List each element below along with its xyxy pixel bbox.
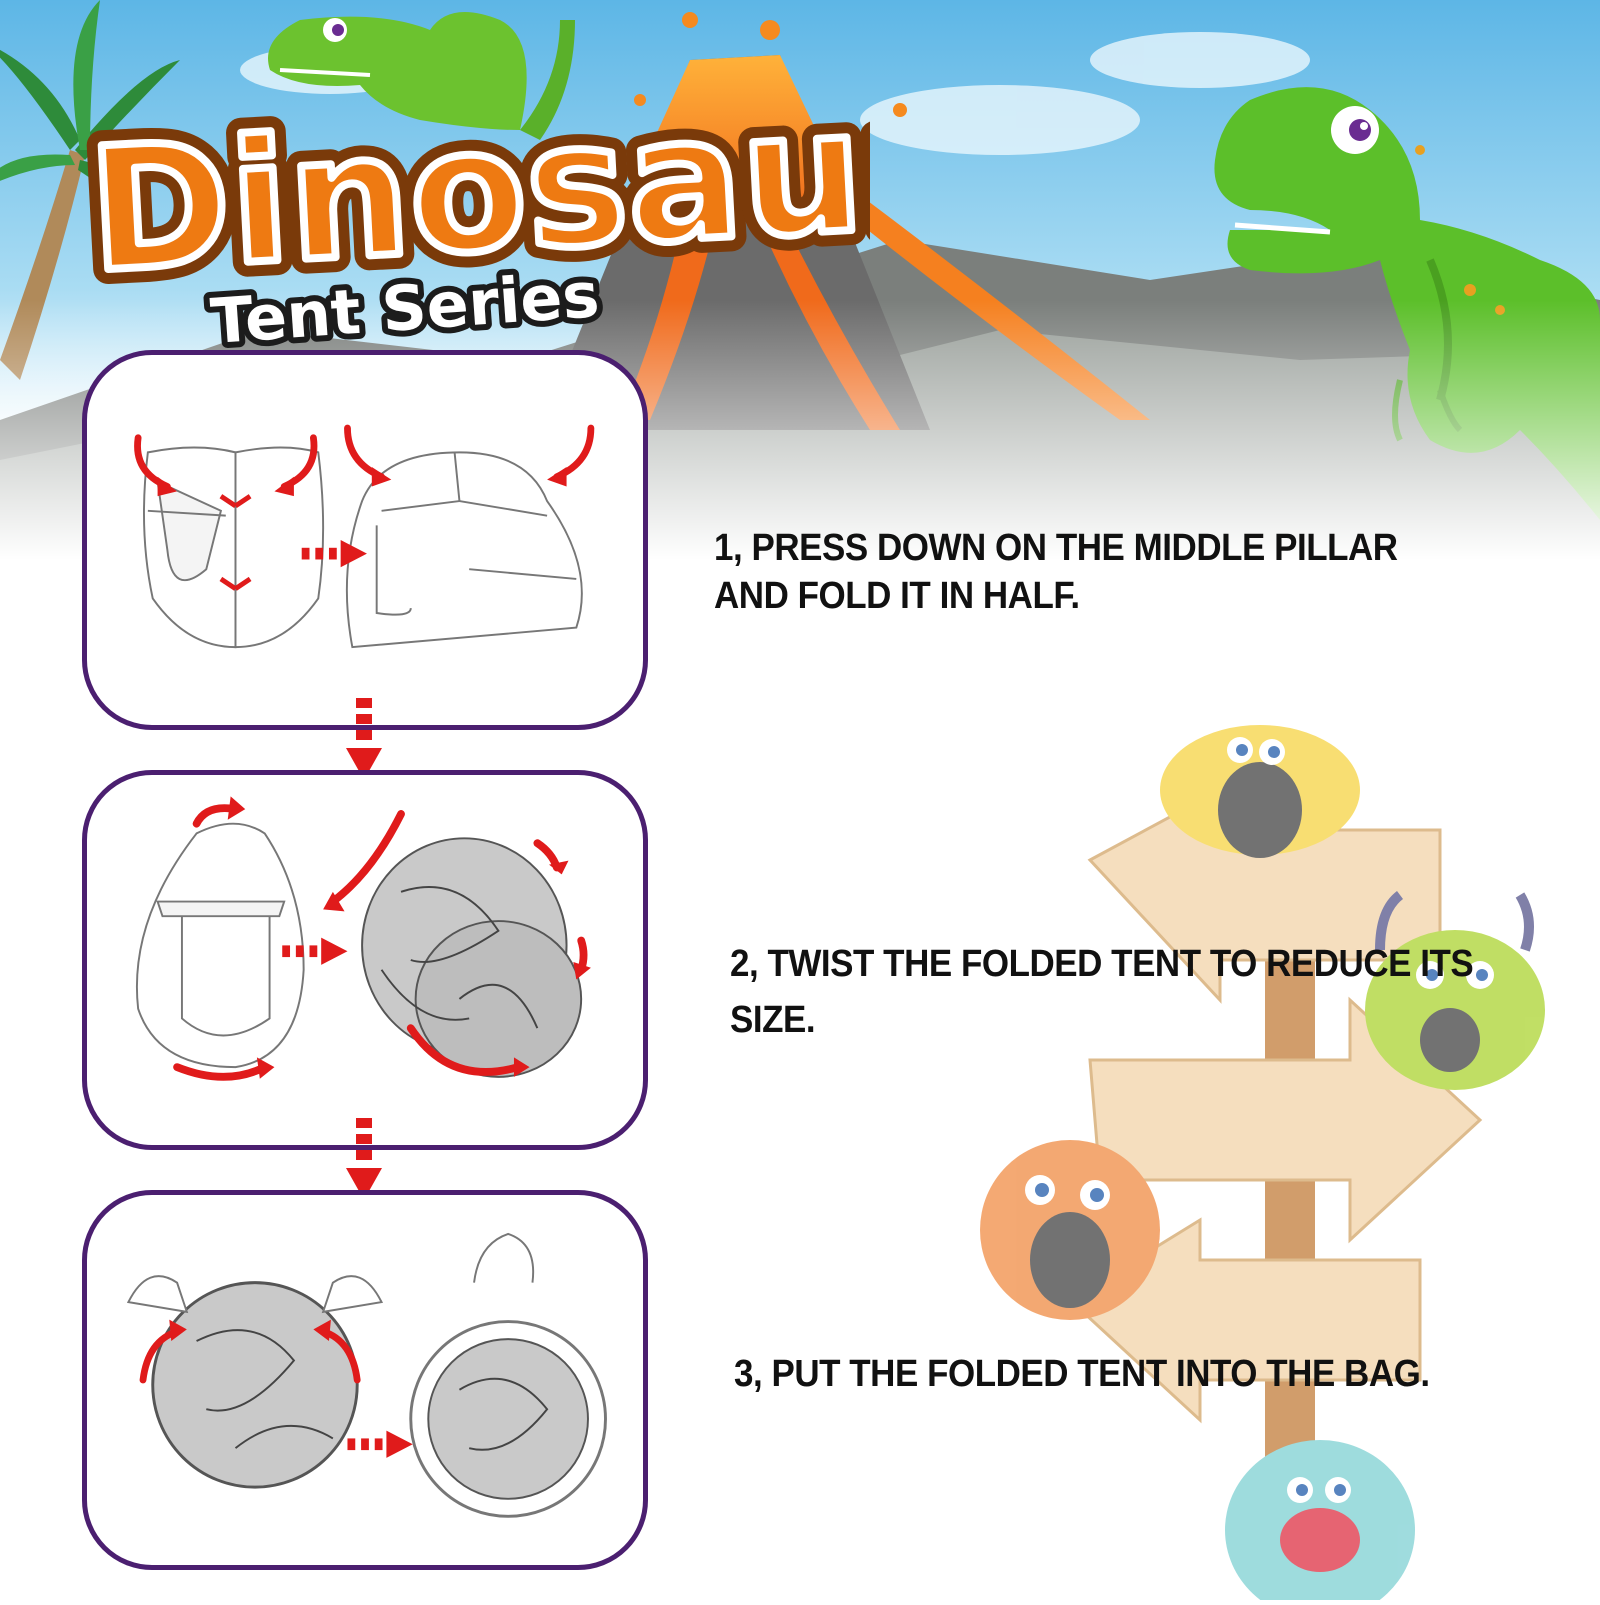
step-3-illustration-box — [82, 1190, 648, 1570]
step-1-line-1: 1, PRESS DOWN ON THE MIDDLE PILLAR — [714, 527, 1398, 569]
step-1-text: 1, PRESS DOWN ON THE MIDDLE PILLAR AND F… — [714, 524, 1398, 620]
fold-tent-illustration — [134, 424, 595, 649]
page-title: Dinosaur — [84, 68, 870, 311]
down-arrow-icon — [346, 698, 382, 780]
step-2-line-1: 2, TWIST THE FOLDED TENT TO REDUCE ITS — [730, 943, 1474, 985]
step-2-line-2: SIZE. — [730, 999, 816, 1041]
wooden-signpost — [920, 720, 1600, 1605]
signpost-illustration — [980, 725, 1545, 1605]
blue-monster — [1225, 1440, 1415, 1605]
pack-tent-illustration — [126, 1232, 607, 1518]
yellow-monster — [1160, 725, 1360, 858]
orange-monster — [980, 1140, 1160, 1320]
down-arrow-icon-2 — [346, 1118, 382, 1200]
small-dinosaur — [268, 12, 575, 140]
twisted-tent-drawing — [361, 837, 583, 1078]
step-2-illustration-box — [82, 770, 648, 1150]
step-1-illustration-box — [82, 350, 648, 730]
green-monster — [1365, 891, 1545, 1090]
arrow-board-left-bottom — [1067, 1217, 1422, 1424]
twist-tent-illustration — [135, 796, 591, 1081]
red-arrow-heads — [157, 466, 567, 591]
half-tent-drawing — [135, 822, 305, 1069]
step-3-text: 3, PUT THE FOLDED TENT INTO THE BAG. — [734, 1350, 1430, 1398]
folded-tent-drawing — [345, 451, 583, 649]
step-2-text: 2, TWIST THE FOLDED TENT TO REDUCE ITS S… — [730, 936, 1474, 1048]
title-logo: Dinosaur Dinosaur Tent Series Tent Serie… — [69, 53, 966, 364]
folded-tent-disc-drawing — [126, 1275, 384, 1489]
title-lettering: Dinosaur Dinosaur Tent Series Tent Serie… — [69, 53, 966, 364]
step-3-line-1: 3, PUT THE FOLDED TENT INTO THE BAG. — [734, 1353, 1430, 1395]
tent-bag-drawing — [409, 1232, 607, 1518]
red-arrow-heads — [227, 796, 591, 1079]
open-tent-drawing — [143, 446, 325, 649]
red-arrow-heads — [169, 1319, 413, 1458]
step-1-line-2: AND FOLD IT IN HALF. — [714, 575, 1080, 617]
